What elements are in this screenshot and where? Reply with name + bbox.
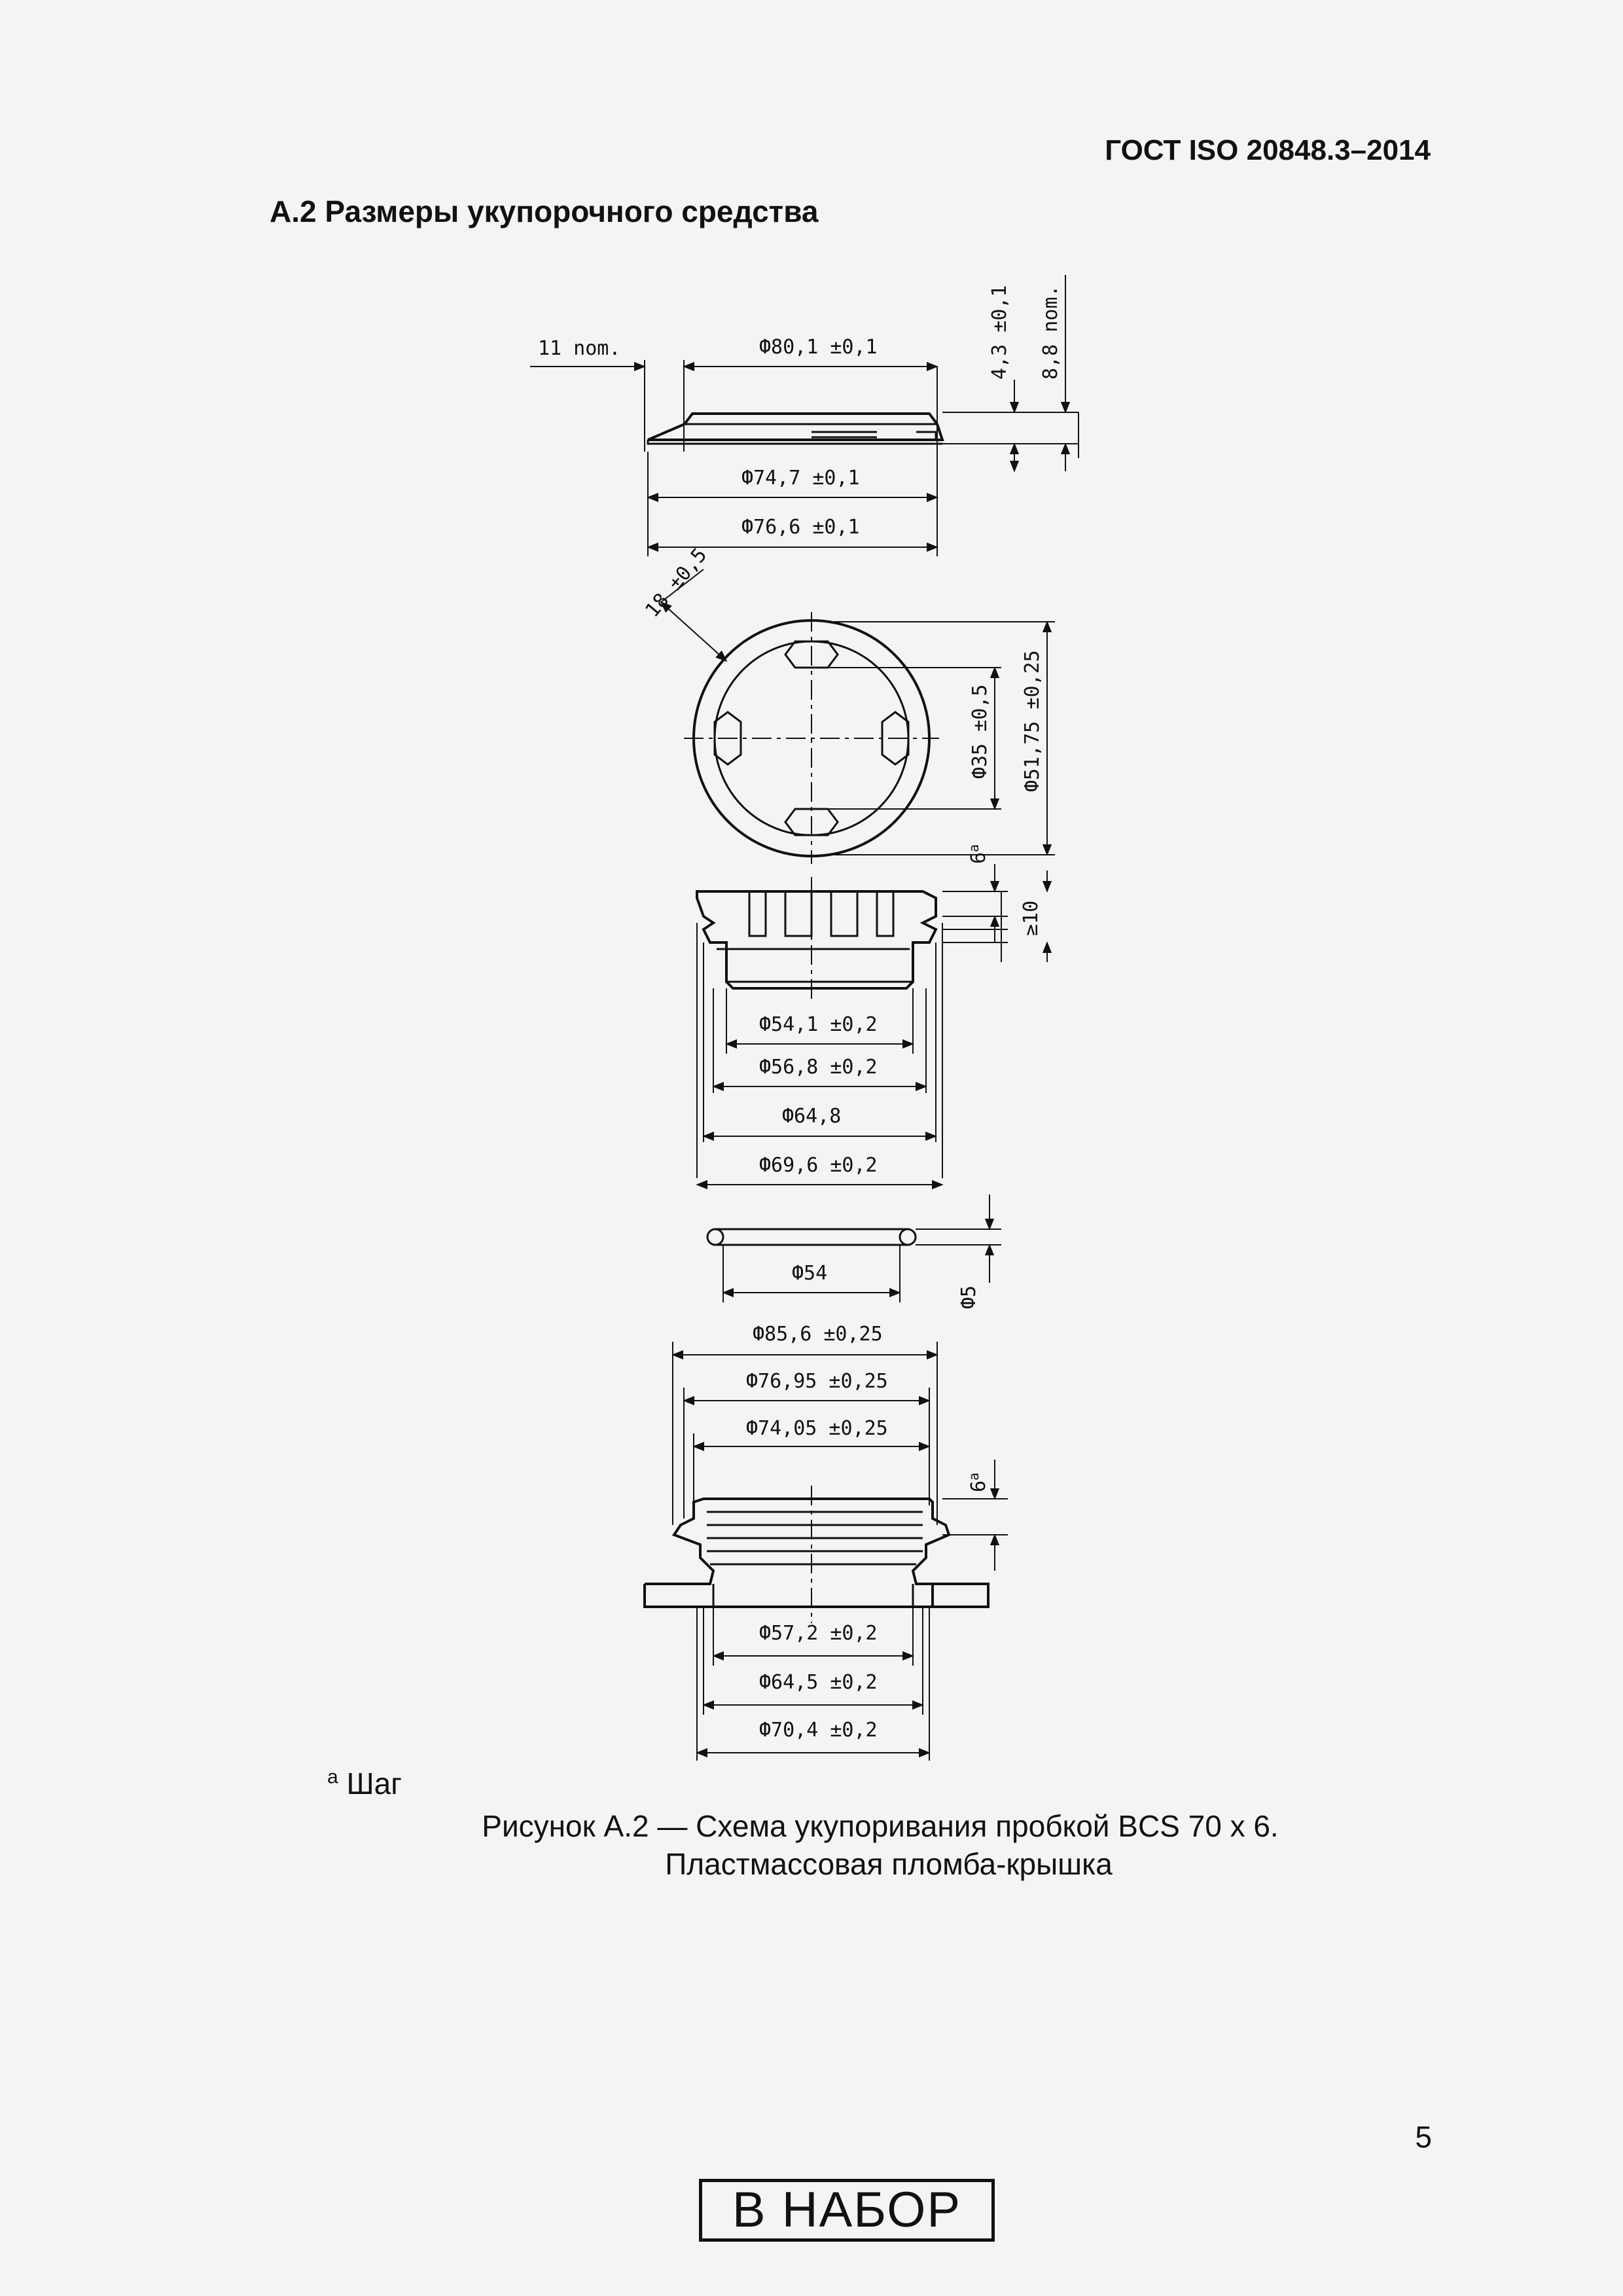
flange-view	[643, 1342, 1008, 1761]
page-number: 5	[1415, 2120, 1432, 2154]
dim-d64-5: Ф64,5 ±0,2	[759, 1671, 878, 1694]
footnote-marker: a	[327, 1766, 338, 1788]
cap-top-view	[660, 569, 1055, 864]
dim-d70-4: Ф70,4 ±0,2	[759, 1719, 878, 1742]
dim-d74-7: Ф74,7 ±0,1	[741, 467, 860, 490]
dim-d35: Ф35 ±0,5	[969, 685, 991, 780]
dim-d74-05: Ф74,05 ±0,25	[746, 1417, 888, 1440]
dim-d80-1: Ф80,1 ±0,1	[759, 336, 878, 359]
cap-side-view	[530, 275, 1079, 556]
dim-11-nom: 11 nom.	[538, 337, 620, 360]
dim-d56-8: Ф56,8 ±0,2	[759, 1056, 878, 1079]
dim-d54-1: Ф54,1 ±0,2	[759, 1013, 878, 1036]
plug-side-view	[696, 864, 1052, 1190]
gasket-view	[706, 1194, 1001, 1302]
dim-d76-6: Ф76,6 ±0,1	[741, 516, 860, 539]
footnote-text: Шаг	[346, 1767, 402, 1801]
dim-h4-3: 4,3 ±0,1	[988, 285, 1011, 380]
dim-plug-pitch: 6a	[966, 844, 990, 864]
dim-d57-2: Ф57,2 ±0,2	[759, 1622, 878, 1645]
dim-d51-75: Ф51,75 ±0,25	[1021, 650, 1044, 792]
stamp-label: В НАБОР	[699, 2179, 995, 2242]
dim-d54: Ф54	[792, 1262, 827, 1285]
footnote: a Шаг	[327, 1766, 402, 1801]
dim-d69-6: Ф69,6 ±0,2	[759, 1154, 878, 1177]
dim-w18: 18 ±0,5	[641, 544, 711, 622]
figure-caption-line1: Рисунок А.2 — Схема укупоривания пробкой…	[482, 1809, 1279, 1843]
dim-d85-6: Ф85,6 ±0,25	[753, 1323, 883, 1346]
dim-h8-8: 8,8 nom.	[1039, 285, 1062, 380]
dim-d76-95: Ф76,95 ±0,25	[746, 1370, 888, 1393]
figure-caption-line2: Пластмассовая пломба-крышка	[665, 1847, 1113, 1881]
dim-thick5: Ф5	[957, 1285, 980, 1309]
standard-number: ГОСТ ISO 20848.3–2014	[1105, 134, 1431, 166]
dim-flange-pitch: 6a	[966, 1473, 990, 1492]
dim-min10: ≥10	[1020, 901, 1043, 936]
section-title: А.2 Размеры укупорочного средства	[270, 194, 819, 228]
dim-d64-8: Ф64,8	[782, 1105, 841, 1128]
